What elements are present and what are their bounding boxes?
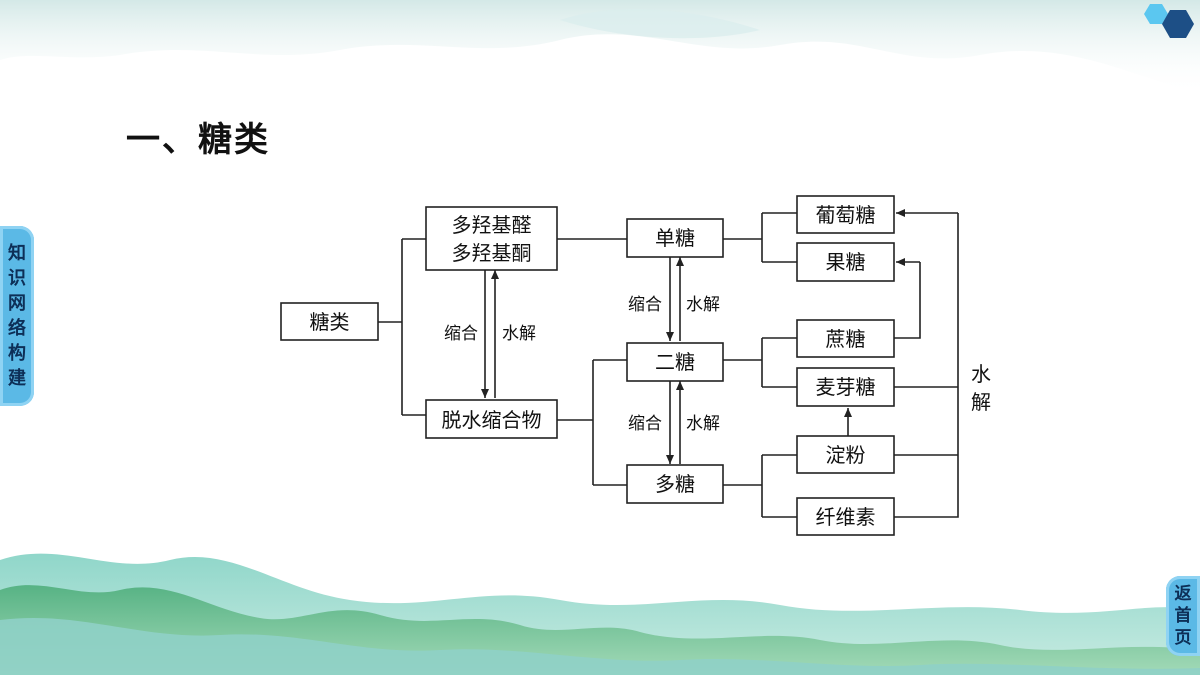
label-condense-3: 缩合 bbox=[628, 414, 662, 434]
label-hydrolysis-2: 水解 bbox=[686, 295, 720, 315]
node-box-monosaccharide bbox=[626, 218, 724, 258]
node-maltose: 麦芽糖 bbox=[816, 375, 876, 399]
label-hydrolysis-1: 水解 bbox=[502, 324, 536, 344]
node-box-polysaccharide bbox=[626, 464, 724, 504]
node-cellulose: 纤维素 bbox=[816, 505, 876, 529]
home-tab-char: 首 bbox=[1174, 606, 1192, 626]
side-tab-char: 建 bbox=[8, 368, 26, 389]
label-condense-2: 缩合 bbox=[628, 295, 662, 315]
node-dehydration-product: 脱水缩合物 bbox=[442, 408, 542, 432]
connector-lines bbox=[378, 209, 959, 518]
home-tab-char: 返 bbox=[1174, 584, 1192, 604]
node-starch: 淀粉 bbox=[826, 443, 866, 467]
node-polysaccharide: 多糖 bbox=[655, 472, 695, 496]
node-box-glucose bbox=[796, 195, 895, 234]
knowledge-network-tab[interactable]: 知 识 网 络 构 建 bbox=[0, 226, 34, 406]
node-box-cellulose bbox=[796, 497, 895, 536]
node-box-sucrose bbox=[796, 319, 895, 358]
label-hydrolysis-3: 水解 bbox=[686, 414, 720, 434]
node-sucrose: 蔗糖 bbox=[826, 327, 866, 351]
label-hydrolysis-right-top: 水 bbox=[971, 362, 991, 386]
node-sugar: 糖类 bbox=[310, 310, 350, 334]
node-box-fructose bbox=[796, 242, 895, 282]
node-polyhydroxy-aldehyde: 多羟基醛 bbox=[452, 213, 532, 237]
label-hydrolysis-right-bottom: 解 bbox=[971, 390, 991, 414]
side-tab-char: 络 bbox=[8, 318, 26, 339]
node-box-disaccharide bbox=[626, 342, 724, 382]
node-box-aldehyde-ketone bbox=[425, 206, 558, 271]
node-polyhydroxy-ketone: 多羟基酮 bbox=[452, 241, 532, 265]
page-title: 一、糖类 bbox=[126, 120, 270, 160]
node-glucose: 葡萄糖 bbox=[816, 203, 876, 227]
node-box-dehydration bbox=[425, 399, 558, 439]
label-condense-1: 缩合 bbox=[444, 324, 478, 344]
node-disaccharide: 二糖 bbox=[655, 350, 695, 374]
side-tab-char: 识 bbox=[8, 268, 26, 289]
node-box-maltose bbox=[796, 367, 895, 407]
home-tab-char: 页 bbox=[1174, 628, 1192, 648]
node-box-sugar bbox=[280, 302, 379, 341]
hexagon-ornament-icon bbox=[1144, 4, 1194, 38]
side-tab-char: 构 bbox=[8, 343, 26, 364]
node-fructose: 果糖 bbox=[826, 250, 866, 274]
return-home-button[interactable]: 返 首 页 bbox=[1166, 576, 1200, 656]
side-tab-char: 知 bbox=[8, 243, 26, 264]
side-tab-char: 网 bbox=[8, 293, 26, 314]
node-box-starch bbox=[796, 435, 895, 474]
node-monosaccharide: 单糖 bbox=[655, 226, 695, 250]
